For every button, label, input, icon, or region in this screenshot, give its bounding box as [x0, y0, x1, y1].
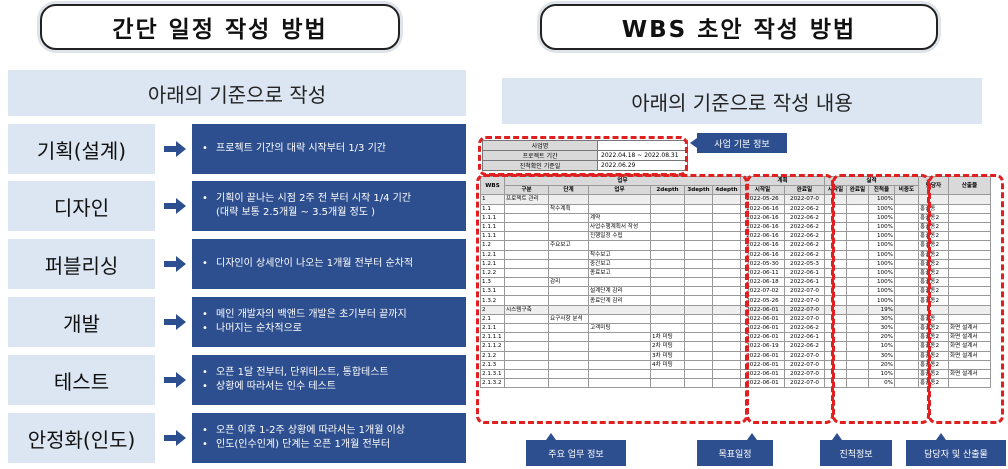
phase-description-line: 메인 개발자의 백앤드 개발은 초기부터 끝까지	[202, 308, 456, 322]
header-weight: 비중도	[894, 185, 919, 196]
phase-description-line: (대략 보통 2.5개월 ~ 3.5개월 정도 )	[216, 207, 376, 218]
arrow-right-icon	[164, 141, 186, 157]
phase-row: 안정화(인도) 오픈 이후 1-2주 상황에 따라서는 1개월 이상인도(인수인계…	[8, 413, 466, 463]
phase-row: 디자인 기획이 끝나는 시점 2주 전 부터 시작 1/4 기간(대략 보통 2.…	[8, 181, 466, 231]
phase-description-line: 기획이 끝나는 시점 2주 전 부터 시작 1/4 기간	[202, 192, 456, 206]
phase-description-line: 프로젝트 기간의 대략 시작부터 1/3 기간	[202, 142, 456, 156]
phase-description-line: 오픈 1달 전부터, 단위테스트, 통합테스트	[202, 366, 456, 380]
arrow-right-icon	[164, 314, 186, 330]
callout-main-work: 주요 업무 정보	[526, 433, 626, 466]
table-cell	[948, 378, 991, 389]
callout-project-info: 사업 기본 정보	[690, 133, 787, 153]
table-cell	[948, 203, 991, 214]
phase-label: 퍼블리싱	[8, 239, 155, 289]
phase-label: 테스트	[8, 355, 155, 405]
table-cell	[948, 212, 991, 223]
phase-description-line: 오픈 이후 1-2주 상황에 따라서는 1개월 이상	[202, 424, 456, 438]
phase-description: 오픈 1달 전부터, 단위테스트, 통합테스트상황에 따라서는 인수 테스트	[192, 355, 466, 405]
arrow-right-icon	[164, 198, 186, 214]
phase-description-line: 디자인이 상세안이 나오는 1개월 전부터 순차적	[202, 257, 456, 271]
table-cell	[948, 221, 991, 233]
phase-description: 프로젝트 기간의 대략 시작부터 1/3 기간	[192, 124, 466, 174]
phase-description: 메인 개발자의 백앤드 개발은 초기부터 끝까지나머지는 순차적으로	[192, 297, 466, 347]
callout-owner-output: 담당자 및 산출물	[906, 433, 1006, 466]
header-output: 산출물	[948, 175, 991, 196]
highlight-main-work	[476, 174, 748, 424]
phase-row: 기획(설계) 프로젝트 기간의 대략 시작부터 1/3 기간	[8, 124, 466, 174]
phase-description: 기획이 끝나는 시점 2주 전 부터 시작 1/4 기간(대략 보통 2.5개월…	[192, 181, 466, 231]
arrow-right-icon	[164, 256, 186, 272]
right-title: WBS 초안 작성 방법	[540, 4, 938, 50]
phase-row: 개발 메인 개발자의 백앤드 개발은 초기부터 끝까지나머지는 순차적으로	[8, 297, 466, 347]
wbs-table: WBS 업무 계획 실적 담당자 산출물 구분 단계 업무 2depth 3de…	[480, 175, 991, 389]
arrow-right-icon	[164, 430, 186, 446]
table-cell	[948, 231, 991, 242]
table-cell	[948, 240, 991, 251]
table-cell	[948, 194, 991, 205]
callout-progress: 진척정보	[820, 433, 892, 466]
header-wbs: WBS	[480, 175, 505, 196]
phase-label: 안정화(인도)	[8, 413, 155, 463]
phase-label: 기획(설계)	[8, 124, 155, 174]
right-subtitle: 아래의 기준으로 작성 내용	[502, 78, 982, 124]
phase-row: 퍼블리싱 디자인이 상세안이 나오는 1개월 전부터 순차적	[8, 239, 466, 289]
phase-label: 디자인	[8, 181, 155, 231]
callout-target-schedule: 목표일정	[697, 433, 773, 466]
highlight-target-schedule	[746, 174, 834, 424]
phase-description-line: 상황에 따라서는 인수 테스트	[202, 380, 456, 394]
phase-description: 디자인이 상세안이 나오는 1개월 전부터 순차적	[192, 239, 466, 289]
left-title: 간단 일정 작성 방법	[40, 4, 400, 50]
highlight-owner-output	[928, 174, 1004, 424]
phase-description-line: 나머지는 순차적으로	[202, 322, 456, 336]
left-subtitle: 아래의 기준으로 작성	[8, 70, 466, 116]
phase-description-line: 인도(인수인계) 단계는 오픈 1개월 전부터	[202, 438, 456, 452]
phase-label: 개발	[8, 297, 155, 347]
highlight-progress	[832, 174, 930, 424]
phase-row: 테스트 오픈 1달 전부터, 단위테스트, 통합테스트상황에 따라서는 인수 테스…	[8, 355, 466, 405]
highlight-project-info	[478, 136, 688, 176]
arrow-right-icon	[164, 372, 186, 388]
phase-description: 오픈 이후 1-2주 상황에 따라서는 1개월 이상인도(인수인계) 단계는 오…	[192, 413, 466, 463]
